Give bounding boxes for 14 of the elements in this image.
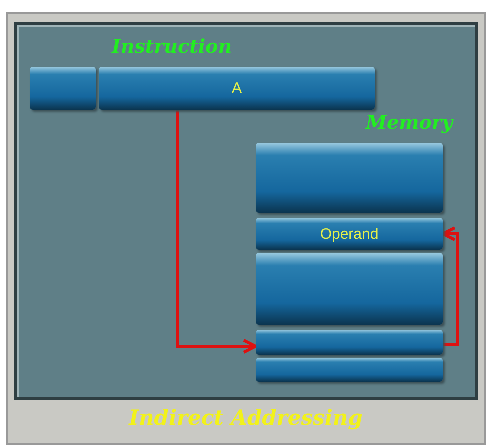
arrow [442, 226, 460, 346]
cell-text: A [232, 80, 242, 97]
cell-text: Operand [320, 226, 379, 242]
memory-cell [256, 330, 443, 355]
section-heading: Memory [366, 112, 453, 134]
memory-cell [256, 358, 443, 382]
memory-cell [256, 218, 443, 250]
memory-cell [256, 253, 443, 325]
address-field [99, 67, 375, 110]
caption: Indirect Addressing [128, 405, 364, 430]
opcode-field [30, 67, 96, 110]
arrow [176, 110, 258, 354]
section-heading: Instruction [112, 36, 232, 58]
memory-cell [256, 143, 443, 213]
